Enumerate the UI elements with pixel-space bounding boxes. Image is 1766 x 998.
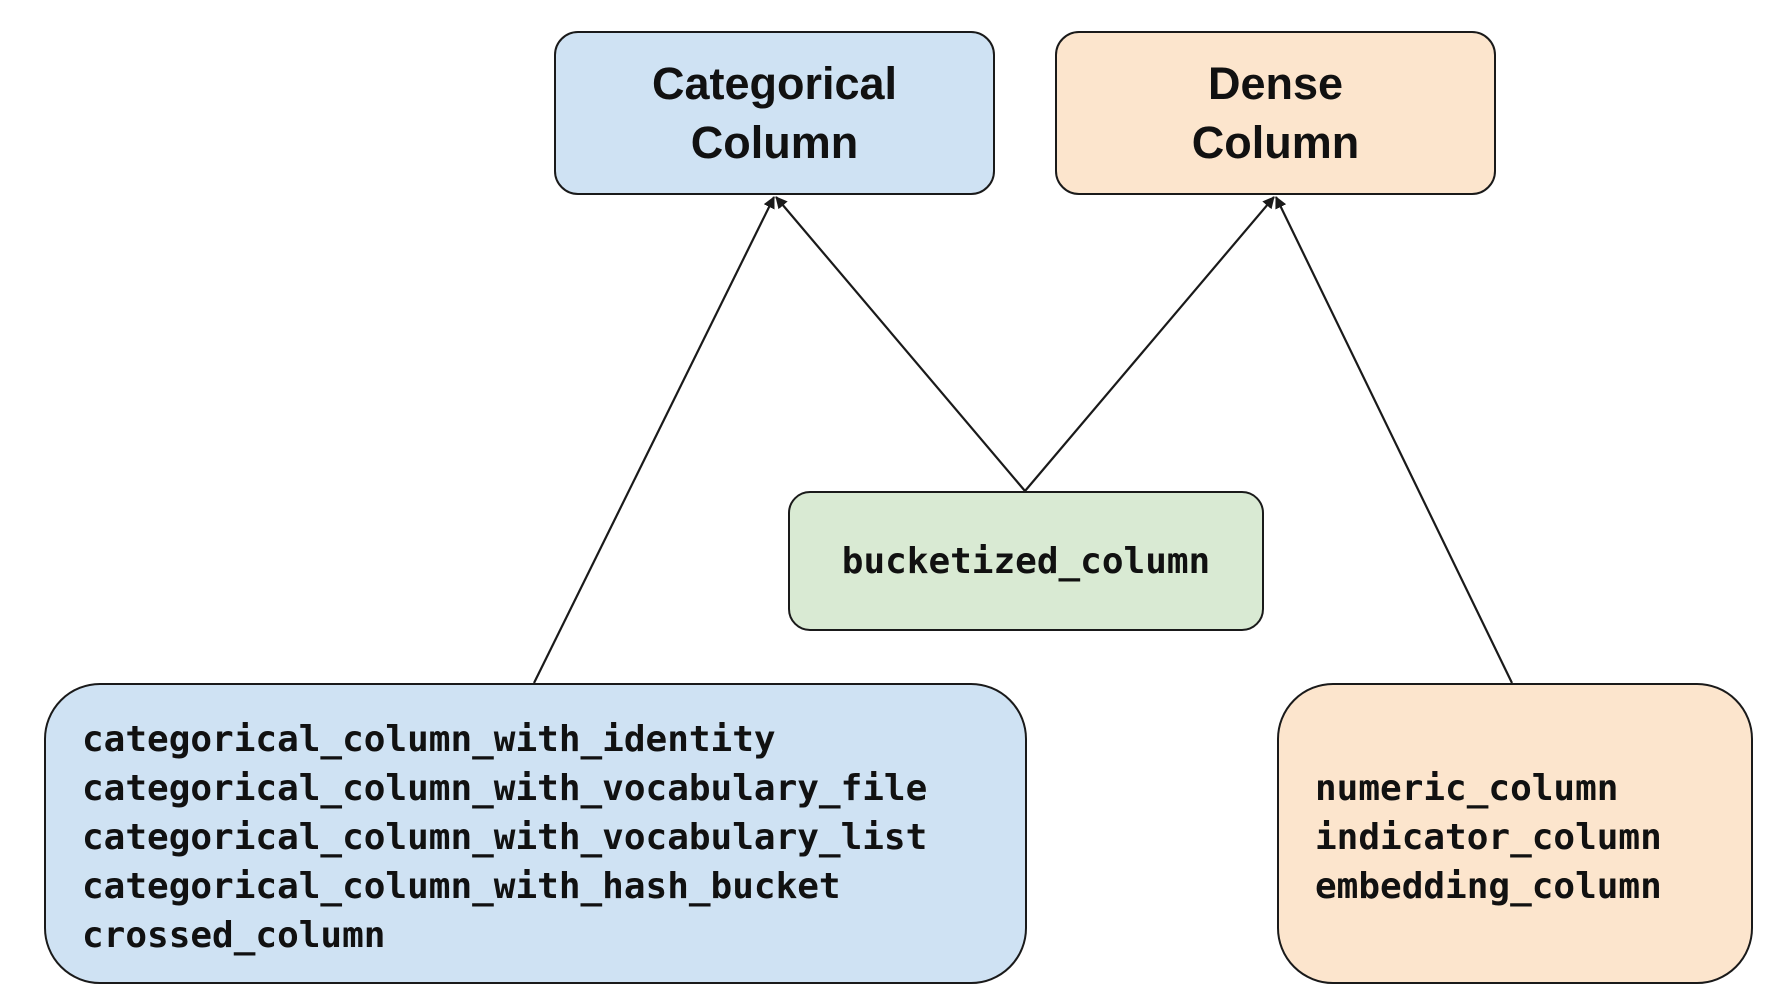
edge-bucketized-to-categorical (775, 196, 1026, 492)
categorical-column-title-line2: Column (690, 117, 859, 168)
dense-column-title: Dense Column (1057, 33, 1494, 193)
list-item: numeric_column (1315, 768, 1619, 809)
dense-column-title-line1: Dense (1207, 58, 1344, 109)
list-item: indicator_column (1315, 817, 1662, 858)
dense-column-node: Dense Column (1055, 31, 1496, 195)
dense-functions-node: numeric_column indicator_column embeddin… (1277, 683, 1753, 984)
list-item: categorical_column_with_vocabulary_file (82, 768, 928, 809)
categorical-functions-list: categorical_column_with_identity categor… (82, 715, 927, 960)
edge-categorical-list-to-categorical (533, 196, 775, 684)
bucketized-column-node: bucketized_column (788, 491, 1264, 631)
categorical-column-node: Categorical Column (554, 31, 995, 195)
edge-dense-list-to-dense (1275, 196, 1513, 684)
categorical-functions-node: categorical_column_with_identity categor… (44, 683, 1027, 984)
list-item: categorical_column_with_hash_bucket (82, 866, 841, 907)
dense-functions-list: numeric_column indicator_column embeddin… (1315, 764, 1662, 911)
bucketized-column-label: bucketized_column (841, 540, 1211, 582)
list-item: crossed_column (82, 915, 386, 956)
categorical-column-title: Categorical Column (556, 33, 993, 193)
dense-column-title-line2: Column (1191, 117, 1360, 168)
list-item: categorical_column_with_identity (82, 719, 776, 760)
edge-bucketized-to-dense (1024, 196, 1275, 492)
list-item: embedding_column (1315, 866, 1662, 907)
list-item: categorical_column_with_vocabulary_list (82, 817, 928, 858)
categorical-column-title-line1: Categorical (651, 58, 898, 109)
